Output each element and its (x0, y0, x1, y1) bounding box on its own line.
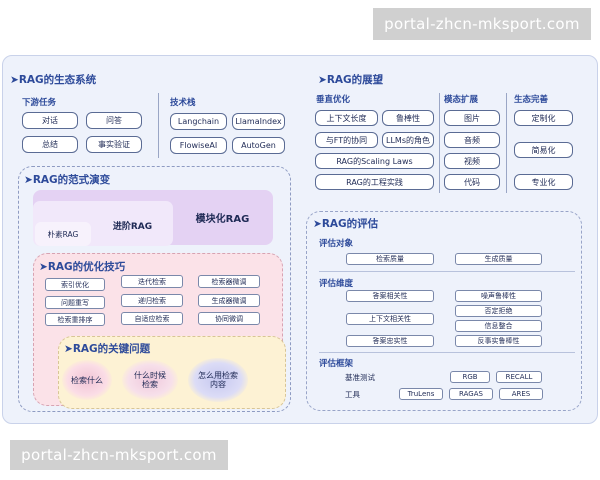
ecosystem-item: 专业化 (514, 174, 573, 190)
evaluation-title: ➤RAG的评估 (313, 218, 379, 230)
stack-item: FlowiseAI (170, 137, 227, 154)
arrow-icon: ➤ (10, 74, 19, 86)
optimization-item: 迭代检索 (121, 275, 183, 288)
eval-dimension-item: 信息整合 (455, 320, 542, 332)
eval-target-item: 生成质量 (455, 253, 542, 265)
divider (319, 271, 575, 272)
eval-target-item: 检索质量 (346, 253, 434, 265)
ecosystem-item: 定制化 (514, 110, 573, 126)
eval-dimension-item: 否定拒绝 (455, 305, 542, 317)
outlook-ecosystem-title: 生态完善 (514, 95, 549, 105)
optimization-item: 协同微调 (198, 312, 260, 325)
key-issue-item: 检索什么 (62, 360, 112, 400)
modular-rag-label: 模块化RAG (195, 213, 250, 225)
tool-item: ARES (499, 388, 543, 400)
vertical-title: 垂直优化 (316, 95, 351, 105)
key-issue-item: 什么时候 检索 (122, 360, 178, 400)
eval-frameworks-title: 评估框架 (319, 359, 354, 369)
watermark-top: portal-zhcn-mksport.com (373, 8, 591, 40)
optimization-item: 自适应检索 (121, 312, 183, 325)
arrow-icon: ➤ (24, 174, 33, 186)
stack-title: 技术栈 (170, 98, 196, 108)
stack-item: Langchain (170, 113, 227, 130)
downstream-item: 对话 (22, 112, 78, 129)
benchmark-label: 基准测试 (345, 373, 375, 382)
eval-dimension-item: 噪声鲁棒性 (455, 290, 542, 302)
benchmark-item: RGB (450, 371, 490, 383)
arrow-icon: ➤ (313, 218, 322, 230)
optimization-item: 索引优化 (45, 278, 105, 291)
modality-item: 图片 (444, 110, 500, 126)
advanced-rag-label: 进阶RAG (112, 221, 153, 232)
optimization-item: 检索器微调 (198, 275, 260, 288)
stack-item: AutoGen (232, 137, 285, 154)
optimization-item: 生成器微调 (198, 294, 260, 307)
paradigm-panel (18, 166, 291, 412)
vertical-item: RAG的工程实践 (315, 174, 434, 190)
modality-title: 模态扩展 (444, 95, 479, 105)
modality-item: 代码 (444, 174, 500, 190)
tool-item: TruLens (399, 388, 443, 400)
eval-dimension-item: 答案相关性 (346, 290, 434, 302)
ecosystem-item: 简易化 (514, 142, 573, 158)
downstream-title: 下游任务 (22, 98, 57, 108)
optimization-item: 检索重排序 (45, 313, 105, 326)
arrow-icon: ➤ (318, 74, 327, 86)
vertical-item: RAG的Scaling Laws (315, 153, 434, 169)
vertical-item: 鲁棒性 (382, 110, 434, 126)
vertical-item: 上下文长度 (315, 110, 378, 126)
optimization-item: 问题重写 (45, 296, 105, 309)
key-issues-title: ➤RAG的关键问题 (64, 343, 151, 355)
divider (158, 93, 159, 158)
optimization-item: 递归检索 (121, 294, 183, 307)
eval-dimensions-title: 评估维度 (319, 279, 354, 289)
stack-item: LlamaIndex (232, 113, 285, 130)
modality-item: 音频 (444, 132, 500, 148)
naive-rag-box (35, 222, 91, 246)
eval-dimension-item: 上下文相关性 (346, 313, 434, 325)
evaluation-panel (306, 211, 582, 411)
outlook-title: ➤RAG的展望 (318, 74, 384, 86)
downstream-item: 总结 (22, 136, 78, 153)
divider (506, 93, 507, 193)
naive-rag-label: 朴素RAG (47, 229, 79, 239)
ecosystem-title: ➤RAG的生态系统 (10, 74, 97, 86)
downstream-item: 问答 (86, 112, 142, 129)
vertical-item: 与FT的协同 (315, 132, 378, 148)
optimization-title: ➤RAG的优化技巧 (39, 261, 126, 273)
downstream-item: 事实验证 (86, 136, 142, 153)
benchmark-item: RECALL (496, 371, 542, 383)
eval-targets-title: 评估对象 (319, 239, 354, 249)
eval-dimension-item: 答案忠实性 (346, 335, 434, 347)
divider (439, 93, 440, 193)
divider (319, 352, 575, 353)
watermark-bottom: portal-zhcn-mksport.com (10, 440, 228, 470)
vertical-item: LLMs的角色 (382, 132, 434, 148)
arrow-icon: ➤ (64, 343, 73, 355)
tool-item: RAGAS (449, 388, 493, 400)
modality-item: 视频 (444, 153, 500, 169)
eval-dimension-item: 反事实鲁棒性 (455, 335, 542, 347)
paradigm-title: ➤RAG的范式演变 (24, 174, 111, 186)
key-issue-item: 怎么用检索 内容 (188, 358, 248, 402)
tools-label: 工具 (345, 390, 360, 399)
arrow-icon: ➤ (39, 261, 48, 273)
